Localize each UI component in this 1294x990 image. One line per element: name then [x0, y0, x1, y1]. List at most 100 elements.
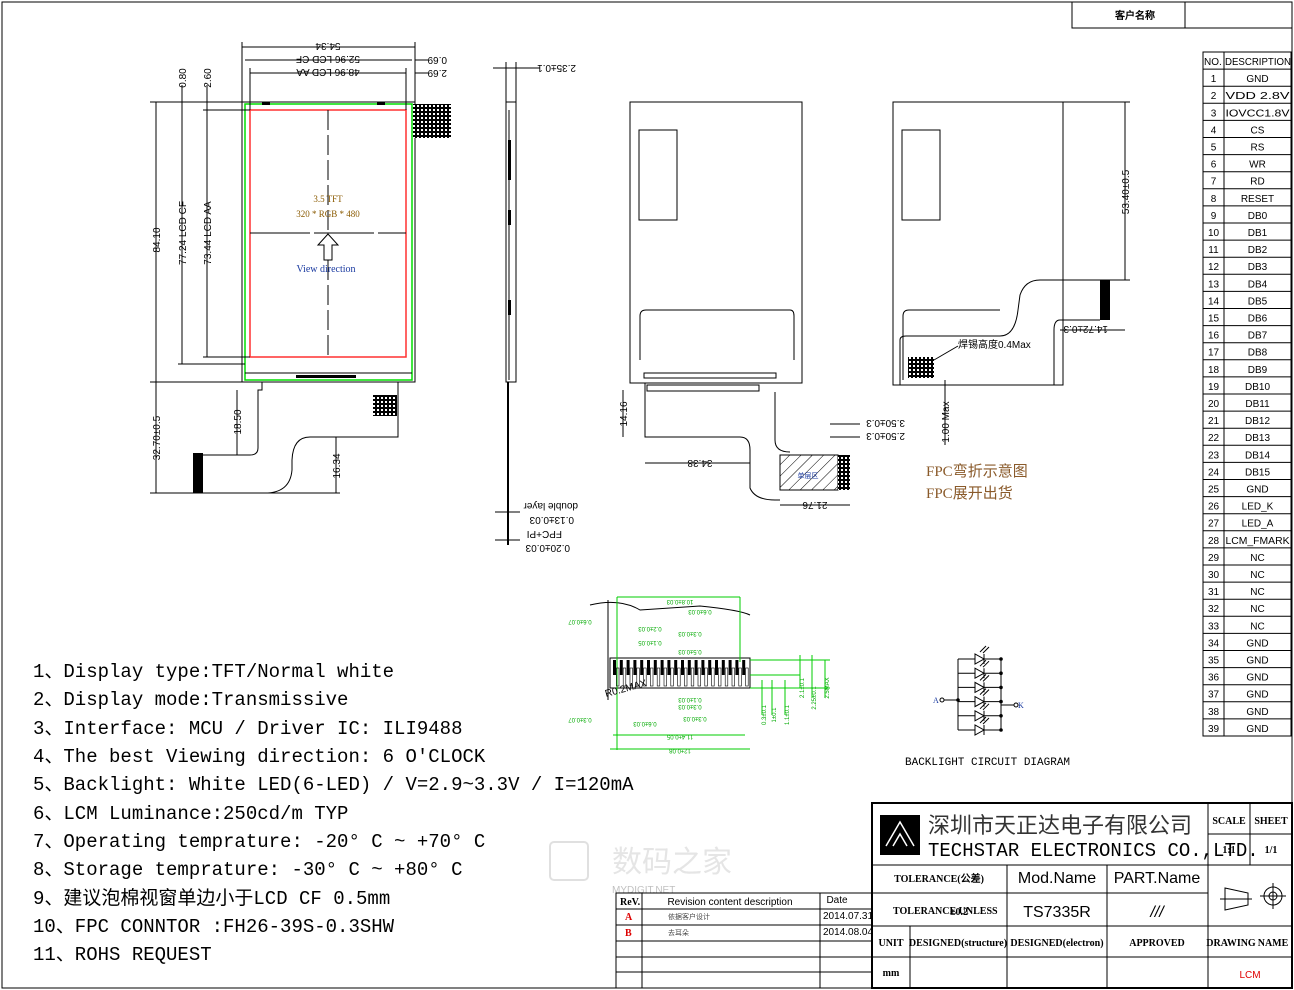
spec-item: 6、LCM Luminance:250cd/m TYP — [33, 803, 348, 825]
anode-label: A — [933, 696, 939, 705]
dim-fpc-a: 18.50 — [233, 409, 244, 434]
view-direction-label: View direction — [296, 264, 355, 275]
front-view: 3.5 TFT 320 * RGB * 480 View direction 5… — [150, 40, 451, 494]
pin-number: 33 — [1208, 621, 1220, 632]
pin-description: WR — [1249, 160, 1266, 171]
pin-number: 31 — [1208, 587, 1220, 598]
spec-item: 9、建议泡棉视窗单边小于LCD CF 0.5mm — [33, 887, 390, 910]
pin-number: 24 — [1208, 467, 1220, 478]
pin-description: GND — [1246, 724, 1268, 735]
fpc-detail-dim: 0.2±0.03 — [638, 625, 662, 631]
gold-finger — [647, 660, 650, 675]
pin-description: RESET — [1241, 194, 1274, 205]
pin-description: DB5 — [1248, 296, 1268, 307]
pin-number: 10 — [1208, 228, 1220, 239]
pin-number: 6 — [1211, 160, 1217, 171]
pin-header-desc: DESCRIPTION — [1225, 57, 1291, 68]
dim-lcd-aa-width: 48.96 LCD AA — [296, 66, 360, 77]
mod-name-value: TS7335R — [1023, 904, 1091, 921]
customer-label: 客户名称 — [1114, 9, 1155, 22]
watermark: 数码之家 MYDIGIT.NET — [549, 841, 732, 896]
fpc-detail-dim: 0.6±0.07 — [568, 618, 592, 624]
dim-lcd-cf-height: 77.24 LCD CF — [178, 201, 189, 265]
pin-description: GND — [1246, 673, 1268, 684]
pin-description: LED_A — [1242, 519, 1274, 530]
led-diode-icon — [974, 681, 986, 694]
lcd-cf-outline — [244, 103, 413, 381]
tolerance-value: ±0.2 — [950, 907, 968, 918]
pin-description: NC — [1250, 604, 1264, 615]
gold-finger — [708, 660, 712, 675]
pin-number: 32 — [1208, 604, 1220, 615]
approved-label: APPROVED — [1129, 938, 1185, 949]
pin-number: 1 — [1211, 74, 1217, 85]
pin-number: 29 — [1208, 553, 1220, 564]
gold-finger — [667, 660, 671, 675]
rev-b-date: 2014.08.04 — [823, 927, 873, 938]
fpc-detail-dim: 0.3±0.03 — [683, 715, 707, 721]
rev-desc-header: Revision content description — [667, 897, 792, 908]
pin-description: DB9 — [1248, 365, 1268, 376]
pin-description: LED_K — [1242, 502, 1274, 513]
fpc-connector-contacts — [193, 453, 203, 493]
dim-fpc-b: 16.34 — [332, 453, 343, 478]
caption-fpc-bent: FPC弯折示意图 — [926, 462, 1028, 480]
pin-number: 17 — [1208, 348, 1220, 359]
sheet-value: 1/1 — [1265, 845, 1278, 856]
revision-table: ReV. Revision content description Date A… — [615, 892, 873, 989]
pin-number: 15 — [1208, 314, 1220, 325]
pin-description: CS — [1251, 125, 1265, 136]
scale-value: 1:1 — [1222, 845, 1235, 856]
rev-b: B — [625, 928, 632, 939]
designed-structure-label: DESIGNED(structure) — [909, 938, 1007, 949]
spec-item: 8、Storage temprature: -30° C ~ +80° C — [33, 859, 462, 881]
pin-number: 34 — [1208, 638, 1220, 649]
caption-fpc-flat: FPC展开出货 — [926, 485, 1013, 502]
spec-item: 5、Backlight: White LED(6-LED) / V=2.9~3.… — [33, 774, 634, 796]
side-layer-note: double layer — [523, 500, 578, 511]
pin-number: 11 — [1208, 245, 1219, 256]
drawing-name-value: LCM — [1239, 970, 1260, 981]
pin-number: 16 — [1208, 331, 1220, 342]
fpc-detail-dim: 10.8±0.03 — [666, 598, 693, 604]
pin-description: DB8 — [1248, 348, 1268, 359]
pin-number: 26 — [1208, 502, 1220, 513]
fpc-pad-grid — [413, 104, 451, 138]
fpc-detail-dim: 11.4±0.05 — [666, 733, 693, 739]
pin-number: 2 — [1211, 91, 1217, 102]
pin-description: IOVCC1.8V — [1226, 108, 1290, 119]
pin-description: GND — [1246, 656, 1268, 667]
pin-number: 21 — [1208, 416, 1220, 427]
pin-number: 14 — [1208, 296, 1220, 307]
spec-item: 10、FPC CONNTOR :FH26-39S-0.3SHW — [33, 916, 395, 938]
pin-description: RD — [1250, 177, 1264, 188]
gold-finger — [660, 660, 664, 675]
dim-53-40: 53.40±0.5 — [1121, 169, 1132, 214]
gold-finger — [735, 660, 739, 675]
view-direction-arrow-icon — [316, 233, 340, 261]
dim-14-72: 14.72±0.3 — [1063, 323, 1108, 334]
fpc-detail-dim: 0.6±0.03 — [688, 608, 712, 614]
company-name-cn: 深圳市天正达电子有限公司 — [928, 813, 1192, 838]
pin-description: DB4 — [1248, 279, 1268, 290]
spec-item: 1、Display type:TFT/Normal white — [33, 661, 394, 683]
pin-description: GND — [1246, 74, 1268, 85]
watermark-cn: 数码之家 — [612, 846, 732, 879]
back-view: 单层区 14.16 34.38 21.76 3.50±0.3 2.50±0.3 — [619, 101, 905, 510]
rev-a-desc: 依据客户设计 — [668, 912, 710, 921]
pin-description: DB6 — [1248, 314, 1268, 325]
fpc-detail-dim: 0.3±0.07 — [568, 716, 592, 722]
fpc-tail — [194, 382, 399, 494]
dim-top-gap-1: 0.80 — [178, 68, 189, 88]
pin-number: 12 — [1208, 262, 1220, 273]
side-fpc-material: FPC+PI — [527, 528, 562, 539]
rev-a-date: 2014.07.31 — [823, 911, 873, 922]
pin-number: 39 — [1208, 724, 1220, 735]
dim-3-50: 3.50±0.3 — [866, 417, 905, 428]
pin-number: 27 — [1208, 519, 1220, 530]
single-layer-zone — [779, 454, 839, 491]
spec-item: 2、Display mode:Transmissive — [33, 689, 348, 711]
single-layer-label: 单层区 — [798, 471, 819, 480]
